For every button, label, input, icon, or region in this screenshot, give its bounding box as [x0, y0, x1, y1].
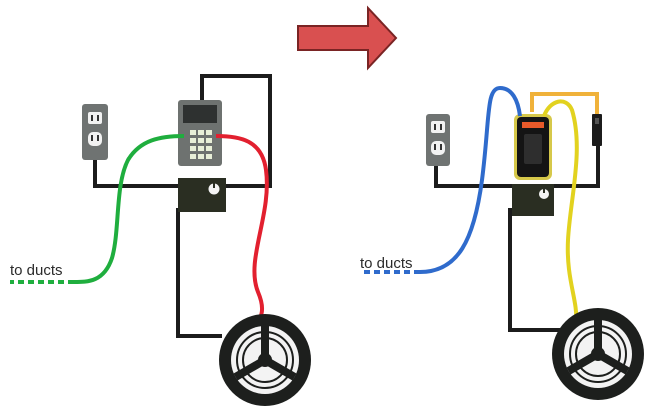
right-duct-hose	[419, 85, 522, 274]
right-pressure-hose	[542, 99, 579, 323]
right-duct-label: to ducts	[360, 255, 413, 272]
left-keypad	[190, 130, 212, 159]
left-blower-fan-icon	[219, 314, 311, 406]
left-panel: to ducts	[10, 74, 311, 406]
right-blower-fan-icon	[552, 308, 644, 400]
right-sensor-probe	[592, 114, 602, 146]
right-fan-controller-box	[512, 184, 554, 216]
left-wall-outlet	[82, 104, 108, 160]
right-handheld-pressure-gauge	[514, 114, 552, 180]
left-pressure-hose	[215, 134, 269, 319]
right-wall-outlet	[426, 114, 450, 166]
left-duct-label: to ducts	[10, 262, 63, 279]
right-aux-hose	[530, 92, 599, 114]
left-black-wires	[93, 74, 272, 338]
left-digital-manometer	[178, 100, 222, 166]
left-duct-hose	[73, 134, 185, 284]
transition-arrow	[297, 5, 398, 71]
right-panel: to ducts	[360, 85, 644, 400]
left-fan-controller-box	[178, 178, 226, 212]
